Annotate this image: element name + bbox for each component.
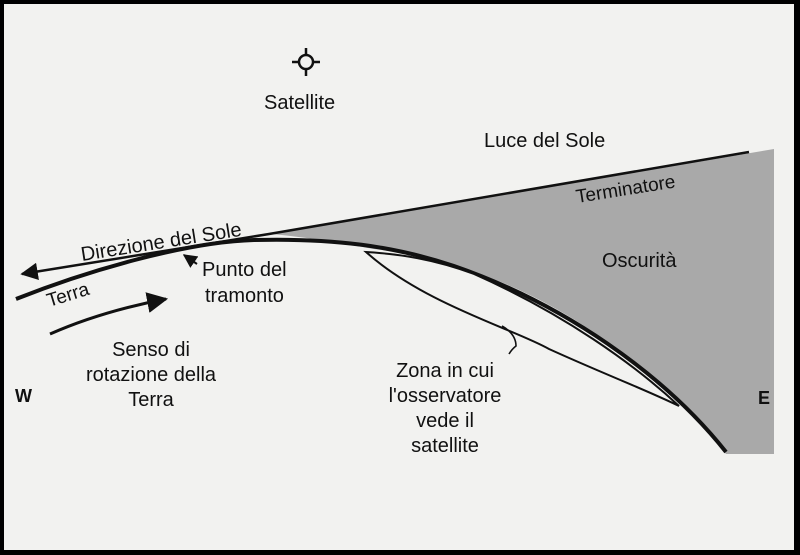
satellite-label: Satellite [264, 92, 335, 114]
west-label: W [15, 386, 32, 406]
zone-label-line2: l'osservatore [389, 385, 502, 407]
satellite-visibility-diagram: Satellite Luce del Sole Terminatore Oscu… [15, 48, 774, 457]
satellite-crosshair-icon [292, 48, 320, 76]
zone-pointer [501, 325, 517, 355]
zone-label-line3: vede il [416, 410, 474, 432]
rotation-label-line2: rotazione della [86, 364, 217, 386]
sunset-point-arrow [182, 254, 199, 268]
zone-label-line1: Zona in cui [396, 360, 494, 382]
zone-label-line4: satellite [411, 435, 479, 457]
east-label: E [758, 388, 770, 408]
darkness-label: Oscurità [602, 250, 677, 272]
earth-surface-curve [15, 237, 728, 454]
rotation-label-line1: Senso di [112, 339, 190, 361]
sunset-point-label-line1: Punto del [202, 259, 287, 281]
visibility-zone [363, 250, 680, 407]
sunset-point-label-line2: tramonto [205, 285, 284, 307]
diagram-frame: Satellite Luce del Sole Terminatore Oscu… [4, 4, 794, 550]
darkness-region [269, 149, 774, 454]
sunlight-label: Luce del Sole [484, 130, 605, 152]
rotation-label-line3: Terra [128, 389, 174, 411]
rotation-arrow [49, 292, 169, 336]
